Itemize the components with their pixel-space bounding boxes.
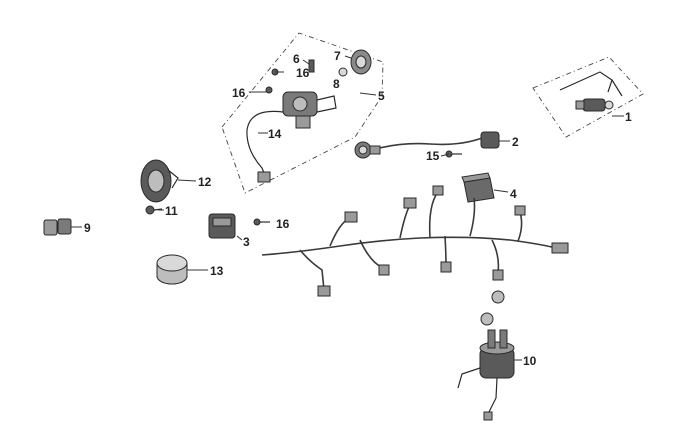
callout-9: 9 [84,221,91,235]
callout-10: 10 [523,354,537,368]
callout-6: 6 [293,52,300,66]
callout-8: 8 [333,77,340,91]
callout-16-lock: 16 [296,66,310,80]
callout-13: 13 [210,264,224,278]
part-12-horn [140,159,179,203]
part-14-cable [246,110,284,183]
callout-3: 3 [243,235,250,249]
leader-lines [71,55,624,361]
part-16-bolts [253,68,279,226]
callout-1: 1 [625,110,632,124]
callouts: 1 2 3 4 5 6 7 8 9 10 11 12 13 14 15 16 1… [84,49,632,368]
part-13-flasher [156,254,188,285]
part-4-control-unit [461,172,495,203]
part-2-sub-harness [354,131,500,159]
callout-2: 2 [512,135,519,149]
part-6-screw [308,59,315,73]
callout-12: 12 [198,175,212,189]
callout-15: 15 [426,149,440,163]
callout-4: 4 [510,187,517,201]
part-5-ignition-switch [282,91,337,129]
callout-16-frame: 16 [232,86,246,100]
part-3-regulator [208,213,236,239]
main-wire-harness [261,185,569,297]
part-7-lock-cover [350,49,372,75]
callout-5: 5 [378,89,385,103]
callout-16-harness: 16 [276,217,290,231]
part-9-connectors [43,218,72,236]
ignition-assembly-frame [221,32,384,194]
callout-14: 14 [268,127,282,141]
part-10-starter-relay [457,290,515,421]
sensor-assembly-frame [532,56,644,138]
callout-7: 7 [334,49,341,63]
part-1-sensor [559,71,623,112]
callout-11: 11 [165,204,178,218]
part-8-washer [338,67,348,77]
